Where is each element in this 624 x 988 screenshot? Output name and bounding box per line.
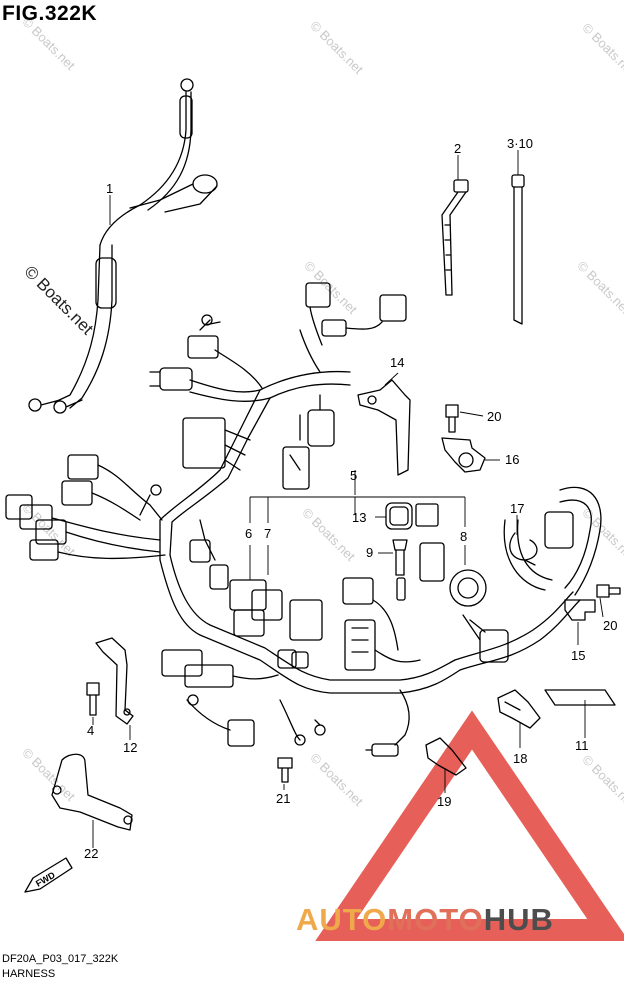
cable-tie-part-3-10 (511, 174, 525, 325)
callout-16: 16 (505, 452, 519, 467)
screw-part-21 (277, 757, 293, 783)
figure-title: FIG.322K (2, 2, 98, 25)
bracket-part-12 (95, 637, 134, 725)
brand-triangle (315, 710, 624, 941)
callout-8: 8 (460, 529, 467, 544)
callout-1: 1 (106, 181, 113, 196)
bracket-part-22 (51, 753, 133, 831)
callout-13: 13 (352, 510, 366, 525)
brand-part-hub: HUB (483, 902, 554, 937)
callout-22: 22 (84, 846, 98, 861)
pin-part-9 (392, 539, 408, 601)
clamp-part-19 (425, 737, 467, 776)
tie-loop-part-17 (509, 532, 538, 566)
callout-21: 21 (276, 791, 290, 806)
cable-tie-part-2 (441, 179, 469, 296)
callout-2: 2 (454, 141, 461, 156)
brand-part-auto: AUTO (296, 902, 388, 937)
callout-3-10: 3·10 (507, 136, 533, 151)
callout-14: 14 (390, 355, 404, 370)
callout-11: 11 (575, 738, 589, 753)
callout-18: 18 (513, 751, 527, 766)
callout-5: 5 (350, 468, 357, 483)
relay-cap (415, 503, 439, 527)
callout-17: 17 (510, 501, 524, 516)
sheet-part-11 (544, 689, 616, 706)
clamp-part-16 (441, 437, 486, 473)
bracket-part-14 (357, 379, 411, 476)
callout-4: 4 (87, 723, 94, 738)
callout-6: 6 (245, 526, 252, 541)
main-harness (5, 282, 602, 757)
callout-9: 9 (366, 545, 373, 560)
clamp-part-18 (497, 689, 541, 729)
brand-logo: AUTOMOTOHUB (296, 902, 554, 938)
brand-part-moto: MOTO (387, 902, 484, 937)
bolt-part-4 (86, 682, 100, 716)
callout-7: 7 (264, 526, 271, 541)
gasket-part-13 (385, 502, 413, 530)
figure-name: HARNESS (2, 968, 56, 980)
bracket-part-15 (564, 599, 596, 621)
callout-19: 19 (437, 794, 451, 809)
battery-cable-part-1 (28, 78, 218, 414)
callout-20-top: 20 (487, 409, 501, 424)
callout-labels: 1 2 3·10 4 5 6 7 8 9 11 12 13 14 15 16 1… (34, 136, 617, 889)
leader-lines (92, 150, 604, 848)
callout-20-right: 20 (603, 618, 617, 633)
callout-15: 15 (571, 648, 585, 663)
bolt-part-20-top (445, 404, 459, 433)
bolt-part-20-right (596, 584, 621, 598)
fwd-arrow-icon (24, 857, 73, 893)
callout-12: 12 (123, 740, 137, 755)
figure-code: DF20A_P03_017_322K (2, 953, 119, 965)
